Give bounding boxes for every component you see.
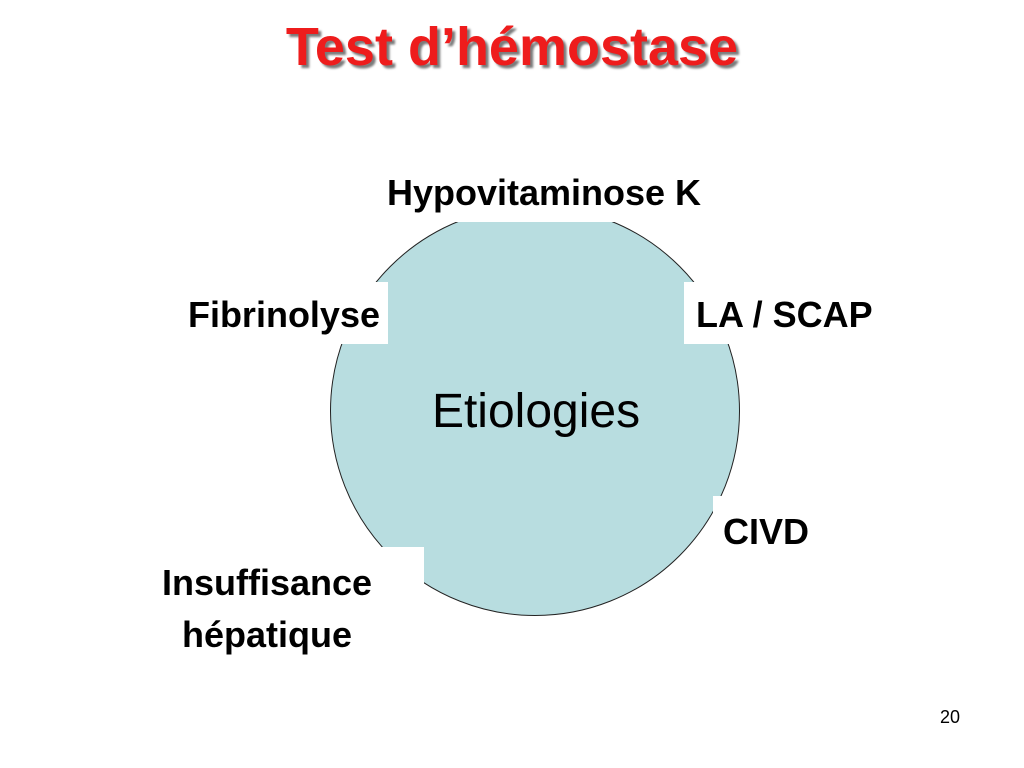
page-number: 20: [939, 707, 961, 727]
cause-la-scap: LA / SCAP: [684, 282, 924, 344]
cause-insuffisance-line2: hépatique: [181, 614, 352, 655]
circle-center-label: Etiologies: [431, 385, 641, 438]
cause-insuffisance-line1: Insuffisance: [161, 562, 373, 603]
cause-hypovitaminose-k: Hypovitaminose K: [344, 168, 744, 222]
slide-title: Test d’hémostase: [285, 17, 739, 77]
cause-civd: CIVD: [713, 496, 843, 558]
cause-fibrinolyse: Fibrinolyse: [120, 282, 388, 344]
cause-insuffisance-hepatique: Insuffisance hépatique: [120, 547, 424, 665]
